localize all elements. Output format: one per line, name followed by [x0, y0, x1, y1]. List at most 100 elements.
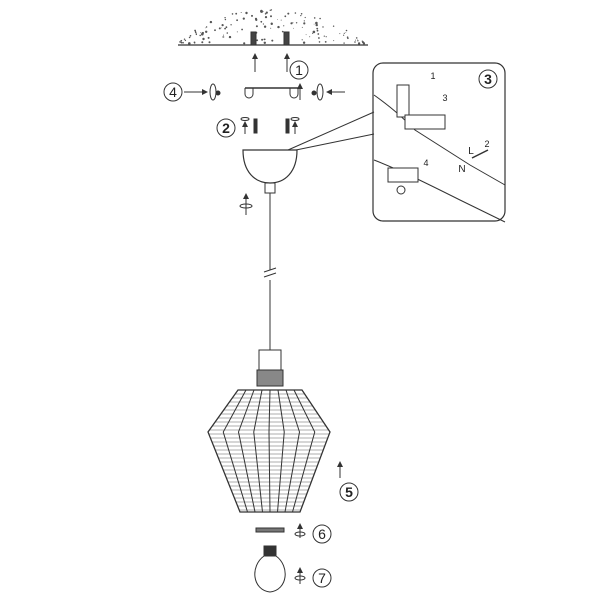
ceiling-speckle	[312, 32, 314, 34]
ceiling-speckle	[271, 23, 273, 25]
ceiling-speckle	[214, 29, 216, 32]
wiring-detail-inset	[372, 62, 506, 223]
cage-wire	[222, 389, 248, 513]
ceiling-speckle	[194, 42, 196, 44]
cage-wire	[237, 389, 256, 513]
ceiling-speckle	[243, 42, 246, 45]
ceiling-speckle	[315, 21, 318, 25]
ceiling-speckle	[201, 41, 204, 44]
step-label-2: 2	[222, 120, 230, 136]
ceiling-speckle	[226, 32, 229, 34]
ceiling-speckle	[293, 27, 294, 29]
ceiling-speckle	[263, 25, 267, 28]
ceiling-speckle	[345, 29, 348, 32]
ceiling-speckle	[208, 41, 211, 44]
step-marker-5	[339, 482, 359, 502]
lamp-socket	[256, 349, 284, 387]
step-marker-2	[216, 118, 236, 138]
ceiling-speckle	[228, 35, 232, 39]
ceiling-speckle	[260, 9, 263, 13]
ceiling-speckle	[251, 14, 253, 17]
canopy	[242, 111, 375, 194]
step-marker-1	[289, 60, 309, 80]
ceiling-speckle	[180, 41, 183, 44]
ceiling-speckle	[287, 12, 290, 15]
ceiling-speckle	[313, 17, 316, 19]
rotate-arrow-canopy	[239, 193, 253, 215]
ceiling-speckle	[236, 31, 238, 33]
ceiling-speckle	[236, 19, 239, 22]
cage-wire	[277, 389, 285, 513]
ceiling-speckle	[271, 39, 274, 42]
ceiling-speckle	[302, 41, 306, 44]
ceiling-speckle	[180, 41, 182, 43]
side-screws-step4	[184, 83, 345, 101]
ceiling-speckle	[357, 40, 359, 42]
shade-ring	[255, 523, 306, 538]
ceiling-speckle	[224, 18, 227, 21]
ceiling-speckle	[255, 25, 258, 28]
step-label-5: 5	[345, 484, 353, 500]
ceiling-speckle	[303, 22, 306, 25]
ceiling-speckle	[201, 31, 204, 35]
ceiling-speckle	[301, 39, 303, 41]
ceiling-speckle	[354, 41, 356, 43]
ceiling-speckle	[290, 22, 293, 25]
ceiling-speckle	[256, 39, 259, 42]
inset-label-1: 1	[430, 71, 435, 81]
ceiling-speckle	[224, 27, 227, 30]
ceiling-speckle	[241, 28, 244, 31]
ceiling-speckle	[204, 27, 206, 29]
ceiling-speckle	[261, 38, 264, 41]
inset-label-4: 4	[423, 158, 428, 168]
cage-wire	[268, 389, 271, 513]
ceiling-speckle	[318, 41, 321, 43]
ceiling-speckle	[343, 42, 345, 44]
ceiling	[178, 9, 368, 46]
cage-wire	[292, 389, 316, 513]
ceiling-speckle	[270, 27, 272, 29]
ceiling-speckle	[230, 24, 232, 26]
inset-label-live: L	[468, 146, 474, 157]
ceiling-speckle	[209, 20, 213, 24]
ceiling-speckle	[294, 12, 297, 14]
ceiling-speckle	[305, 34, 307, 36]
ceiling-speckle	[355, 37, 358, 39]
ceiling-speckle	[304, 16, 306, 19]
ceiling-speckle	[245, 11, 248, 15]
ceiling-speckle	[240, 12, 242, 13]
inset-label-neutral: N	[458, 164, 465, 175]
inset-label-3: 3	[442, 93, 447, 103]
ceiling-speckle	[196, 34, 197, 36]
ceiling-speckle	[333, 40, 335, 42]
ceiling-speckle	[224, 17, 226, 19]
ceiling-speckle	[325, 36, 327, 38]
mounting-bracket	[244, 87, 299, 99]
up-arrows-step1	[252, 53, 303, 100]
ceiling-speckle	[339, 33, 341, 35]
screws-step2	[240, 117, 300, 134]
ceiling-speckle	[362, 42, 366, 45]
ceiling-speckle	[189, 35, 192, 37]
ceiling-speckle	[207, 36, 210, 39]
ceiling-speckle	[235, 12, 238, 15]
ceiling-speckle	[195, 32, 197, 34]
ceiling-speckle	[357, 42, 361, 45]
ceiling-speckle	[264, 13, 267, 15]
inset-label-2: 2	[484, 139, 489, 149]
ceiling-speckle	[199, 34, 201, 37]
cage-wire	[253, 389, 263, 513]
ceiling-speckle	[205, 26, 208, 28]
ceiling-speckle	[182, 41, 184, 44]
ceiling-speckle	[202, 37, 205, 41]
step-label-4: 4	[169, 84, 177, 100]
ceiling-speckle	[265, 11, 268, 14]
ceiling-speckle	[316, 27, 319, 30]
ceiling-speckle	[255, 18, 258, 21]
ceiling-speckle	[194, 30, 196, 32]
ceiling-speckle	[345, 32, 347, 33]
ceiling-speckle	[319, 17, 321, 20]
ceiling-speckle	[343, 34, 345, 36]
step-label-7: 7	[318, 570, 326, 586]
ceiling-speckle	[343, 32, 345, 34]
